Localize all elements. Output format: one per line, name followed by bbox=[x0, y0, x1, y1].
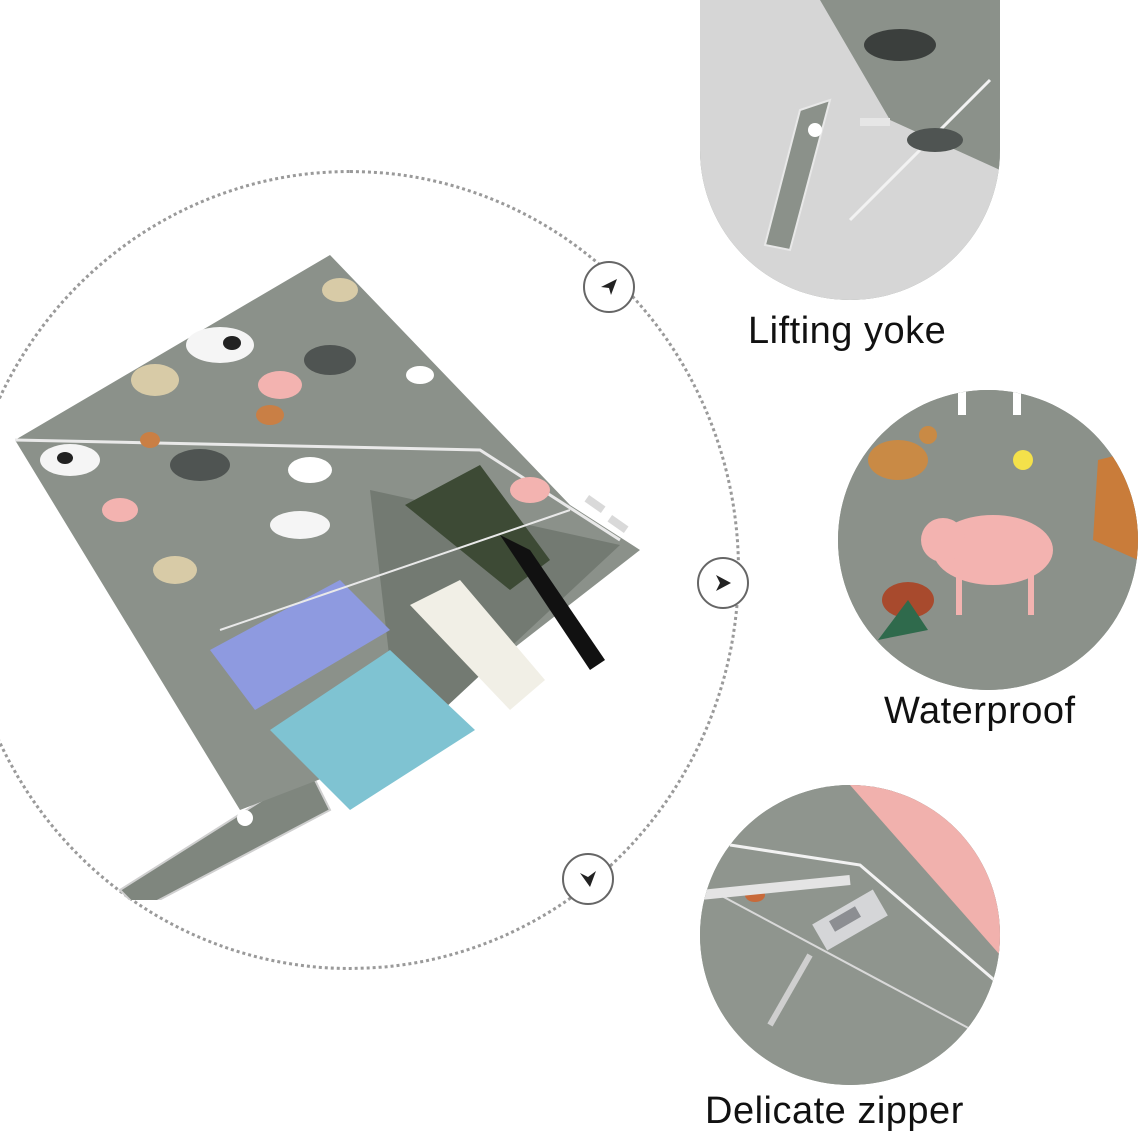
pointer-marker-middle bbox=[697, 557, 749, 609]
pointer-arrow-icon bbox=[580, 871, 596, 887]
detail-circle-lifting bbox=[700, 0, 1000, 300]
pointer-arrow-icon bbox=[601, 279, 617, 295]
detail-circle-waterproof bbox=[838, 390, 1138, 690]
pointer-arrow-icon bbox=[716, 575, 731, 591]
detail-circle-zipper bbox=[700, 785, 1000, 1085]
wet-bag-illustration bbox=[10, 250, 650, 912]
caption-lifting-yoke: Lifting yoke bbox=[748, 310, 947, 352]
pointer-marker-top bbox=[583, 261, 635, 313]
pointer-marker-bottom bbox=[562, 853, 614, 905]
caption-waterproof: Waterproof bbox=[884, 690, 1076, 732]
caption-delicate-zipper: Delicate zipper bbox=[705, 1090, 964, 1132]
